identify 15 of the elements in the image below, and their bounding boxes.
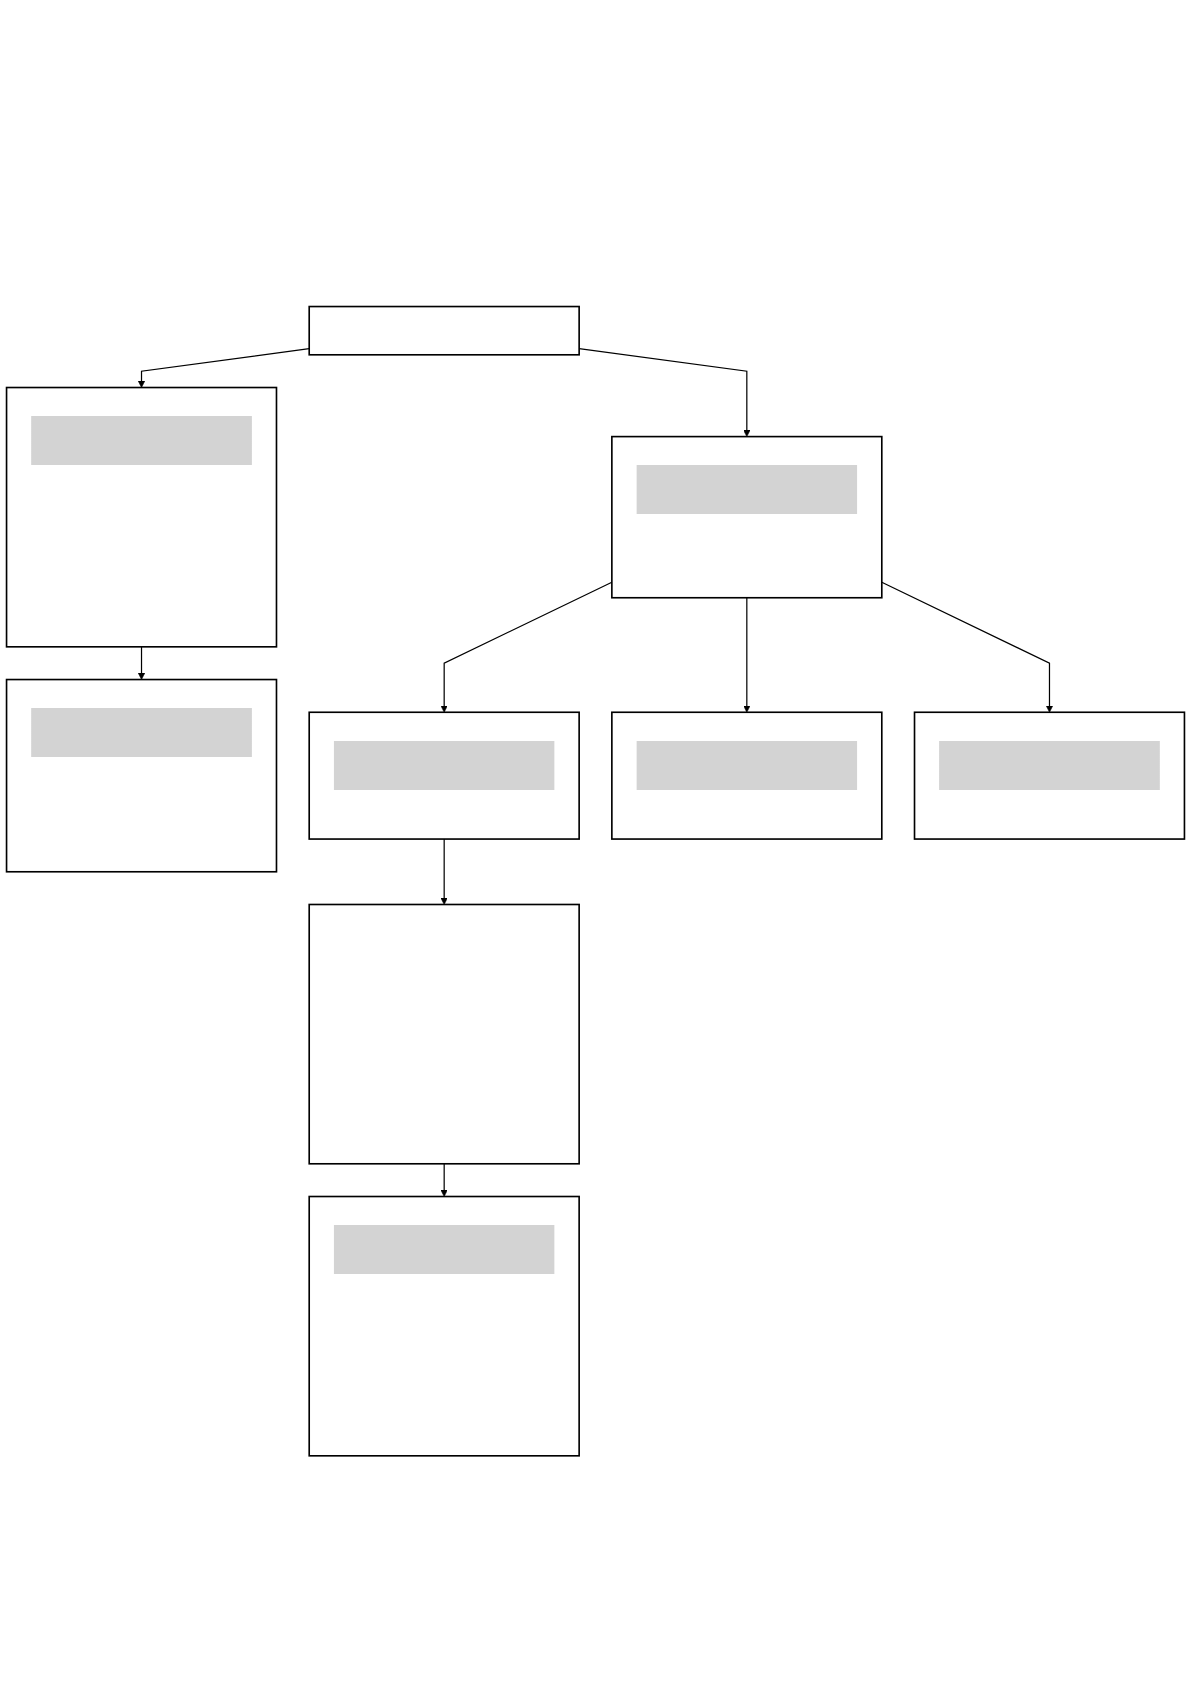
arrow [743,597,751,713]
arrow [881,581,1054,713]
node-box [308,711,580,840]
node-box [611,435,883,599]
node-box [5,386,278,648]
arrow [440,1163,448,1197]
node-box [611,711,883,840]
arrow [137,348,310,388]
node-box [308,305,580,356]
node-box [308,1195,580,1457]
arrow [440,838,448,905]
node-box [308,903,580,1165]
node-box [5,678,278,873]
arrow [137,646,146,680]
node-box [913,711,1186,840]
